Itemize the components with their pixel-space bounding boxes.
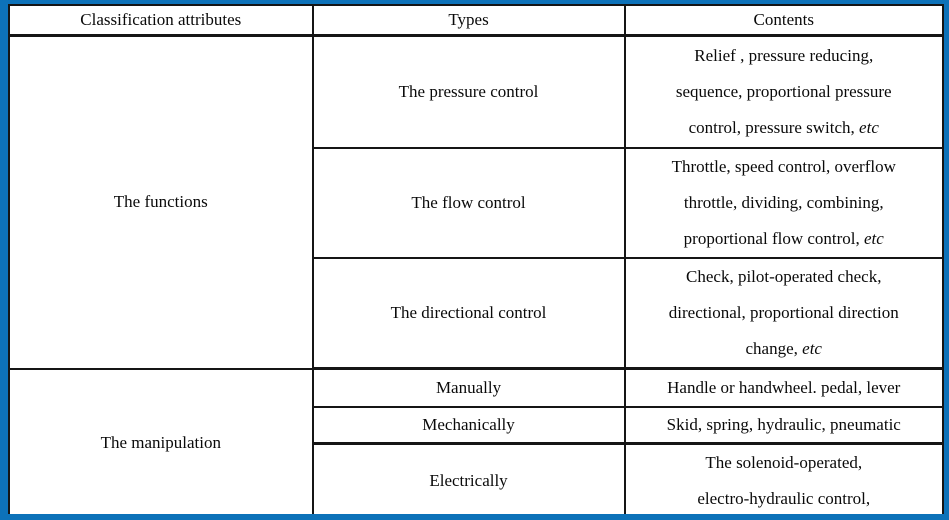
contents-cell-directional-control: Check, pilot-operated check, directional… [623,257,944,370]
header-row: Classification attributes Types Contents [8,4,944,37]
etc-label: etc [864,229,884,248]
header-cell-classification-attributes: Classification attributes [8,4,314,37]
table-row-flow-control: The flow control Throttle, speed control… [9,147,944,259]
etc-label: etc [859,118,879,137]
type-cell-electrically: Electrically [311,442,626,514]
classification-table: Classification attributes Types Contents… [8,4,944,514]
type-cell-mechanically: Mechanically [311,406,626,445]
type-cell-pressure-control: The pressure control [311,34,626,149]
contents-cell-pressure-control: Relief , pressure reducing, sequence, pr… [623,34,944,149]
table-row-pressure-control: The functions The pressure control Relie… [8,34,944,370]
table-row-manually: The manipulation Manually Handle or hand… [8,367,944,514]
table-row-electrically: Electrically The solenoid-operated, elec… [9,442,944,514]
etc-label: etc [802,339,822,358]
table-row-directional-control: The directional control Check, pilot-ope… [9,257,944,370]
type-cell-directional-control: The directional control [311,257,626,370]
contents-text: Throttle, speed control, overflow thrott… [671,157,896,248]
type-cell-manually: Manually [311,367,626,408]
contents-cell-mechanically: Skid, spring, hydraulic, pneumatic [623,406,944,445]
type-cell-flow-control: The flow control [311,147,626,259]
contents-cell-manually: Handle or handwheel. pedal, lever [623,367,944,408]
contents-cell-flow-control: Throttle, speed control, overflow thrott… [623,147,944,259]
attribute-cell-manipulation: The manipulation [8,367,314,514]
header-cell-contents: Contents [623,4,944,37]
header-cell-types: Types [311,4,626,37]
contents-text: Relief , pressure reducing, sequence, pr… [675,46,892,137]
attribute-cell-functions: The functions [8,34,314,370]
contents-text: Check, pilot-operated check, directional… [668,267,899,358]
contents-cell-electrically: The solenoid-operated, electro-hydraulic… [623,442,944,514]
table-row-mechanically: Mechanically Skid, spring, hydraulic, pn… [9,406,944,445]
